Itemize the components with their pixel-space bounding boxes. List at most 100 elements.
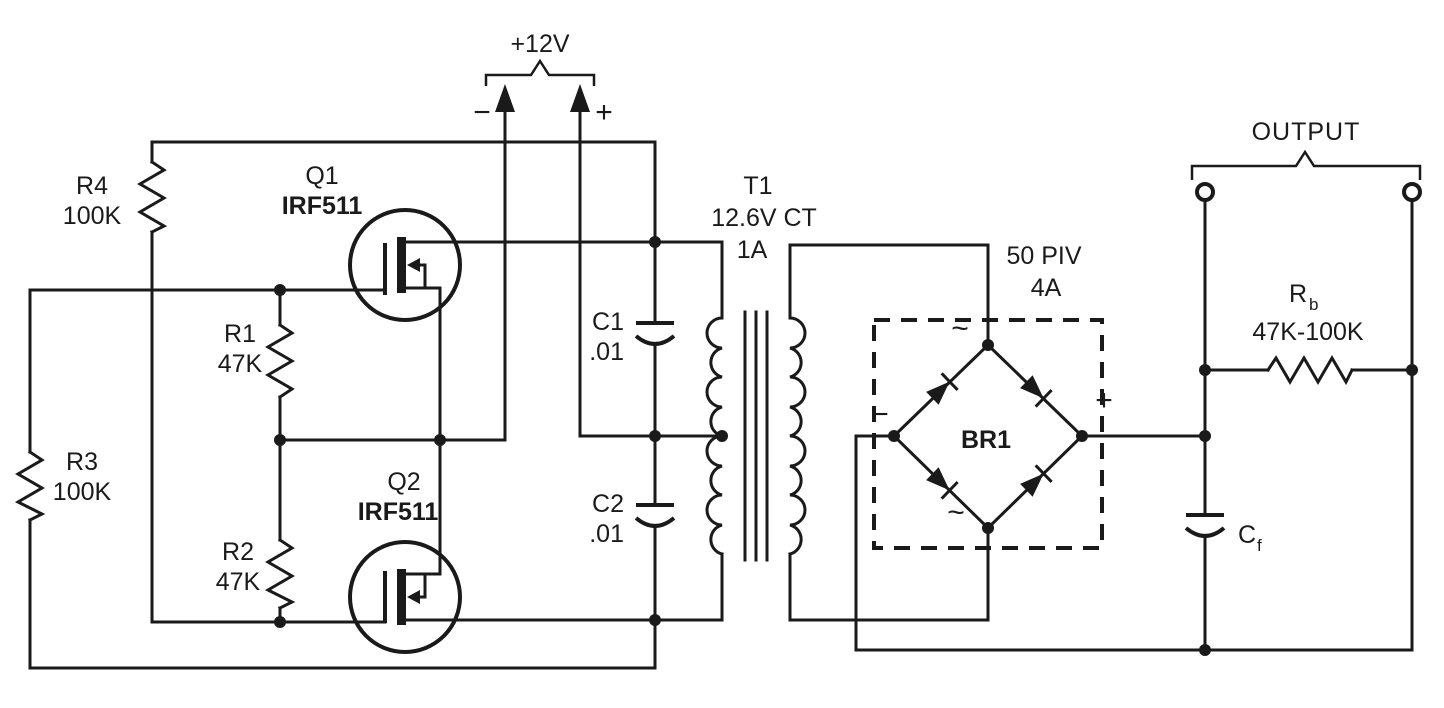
- junction-dot: [274, 434, 286, 446]
- resistor-r3: [14, 449, 46, 523]
- resistor-r4: [137, 159, 168, 235]
- resistor-zigzag: [264, 537, 296, 611]
- r2-designator-label: R2: [222, 538, 254, 566]
- c1-curved-plate: [634, 334, 676, 346]
- q2-body-arrow-icon: [407, 590, 420, 604]
- cf-designator-label: C: [1238, 521, 1256, 549]
- supply-voltage-label: +12V: [510, 30, 569, 58]
- br1-diode-bottom-right: [1020, 464, 1053, 497]
- transformer-t1-symbol: [705, 310, 807, 562]
- br1-ac-top-label: ~: [951, 312, 969, 345]
- junction-dot: [1199, 430, 1211, 442]
- br1-diode-bottom-left: [926, 467, 959, 500]
- br1-negative-label: −: [871, 398, 889, 431]
- wires: [28, 104, 1414, 670]
- junction-dot: [1406, 364, 1418, 376]
- capacitor-c2-symbol: [634, 503, 676, 528]
- c2-value-label: .01: [589, 520, 624, 548]
- wire-top-rail: [150, 140, 657, 244]
- junction-dots: [274, 236, 1418, 656]
- junction-dot: [982, 339, 994, 351]
- br1-dashed-box: [872, 318, 1104, 550]
- junction-dot: [649, 430, 661, 442]
- resistor-zigzag: [265, 322, 295, 400]
- r4-value-label: 100K: [63, 202, 122, 230]
- r4-designator-label: R4: [76, 172, 108, 200]
- supply-positive-label: +: [595, 96, 613, 129]
- r3-designator-label: R3: [66, 448, 98, 476]
- br1-designator-label: BR1: [961, 426, 1011, 454]
- c2-designator-label: C2: [592, 490, 624, 518]
- wire-r4-to-q2-gate: [150, 230, 387, 624]
- junction-dot: [434, 434, 446, 446]
- diode-icon: [926, 381, 950, 405]
- output-label: OUTPUT: [1252, 118, 1361, 146]
- q2-designator-label: Q2: [387, 468, 420, 496]
- q2-channel-bar: [397, 569, 406, 625]
- q1-body-link: [418, 263, 427, 290]
- r2-value-label: 47K: [216, 568, 261, 596]
- junction-dot: [888, 430, 900, 442]
- q2-body-circle: [348, 540, 462, 654]
- resistor-r1: [265, 322, 295, 400]
- br1-piv-label: 50 PIV: [1006, 242, 1081, 270]
- transistor-q2-symbol: [348, 540, 462, 654]
- junction-dot: [649, 236, 661, 248]
- r3-value-label: 100K: [53, 478, 112, 506]
- t1-rating-label: 12.6V CT: [711, 204, 817, 232]
- br1-diode-top-left: [926, 372, 959, 405]
- wire-q1-source: [404, 286, 442, 442]
- c1-designator-label: C1: [592, 308, 624, 336]
- q1-part-label: IRF511: [282, 192, 363, 220]
- wire-plus-center-tap: [578, 104, 724, 438]
- resistor-r2: [264, 537, 296, 611]
- wire-q1-drain: [404, 240, 724, 320]
- output-terminals: [1190, 149, 1422, 202]
- br1-ac-bottom-label: ~: [947, 496, 965, 529]
- t1-current-label: 1A: [737, 236, 768, 264]
- br1-amps-label: 4A: [1031, 274, 1062, 302]
- capacitor-cf-symbol: [1184, 513, 1226, 538]
- wire-secondary-top: [788, 243, 990, 347]
- transistor-q1-symbol: [348, 208, 462, 322]
- labels: +12V − + Q1 IRF511 Q2 IRF511 R4 100K R1 …: [53, 30, 1364, 596]
- c1-value-label: .01: [589, 338, 624, 366]
- supply-brace: [484, 58, 596, 86]
- resistor-zigzag: [137, 159, 168, 235]
- wire-ground-line: [278, 104, 507, 442]
- minus-arrow-icon: [495, 84, 515, 112]
- resistor-zigzag: [14, 449, 46, 523]
- plus-arrow-icon: [570, 84, 590, 112]
- resistor-zigzag: [1265, 355, 1355, 386]
- output-terminal-right: [1402, 182, 1422, 202]
- rb-value-label: 47K-100K: [1252, 318, 1364, 346]
- wire-bottom-run: [28, 518, 657, 670]
- wire-secondary-bottom: [788, 526, 990, 622]
- resistor-rb: [1265, 355, 1355, 386]
- diode-icon: [1020, 473, 1044, 497]
- t1-secondary-coil: [788, 316, 807, 556]
- q1-body-circle: [348, 208, 462, 322]
- cf-designator-sub-label: f: [1257, 536, 1262, 555]
- wire-q2-drain: [404, 552, 724, 622]
- r1-value-label: 47K: [218, 350, 263, 378]
- output-terminal-left: [1195, 182, 1215, 202]
- wire-bridge-negative: [854, 198, 1414, 652]
- junction-dot: [1199, 644, 1211, 656]
- wire-q2-source: [404, 438, 442, 576]
- junction-dot: [716, 430, 728, 442]
- r1-designator-label: R1: [224, 320, 256, 348]
- diode-bar: [1034, 464, 1053, 483]
- diode-bar: [940, 372, 959, 391]
- diode-icon: [1020, 375, 1044, 399]
- br1-positive-label: +: [1095, 384, 1113, 417]
- junction-dot: [1199, 364, 1211, 376]
- diode-bar: [1034, 389, 1053, 408]
- rb-designator-label: R: [1289, 280, 1307, 308]
- output-brace: [1190, 149, 1422, 180]
- junction-dot: [649, 614, 661, 626]
- diode-bar: [940, 481, 959, 500]
- junction-dot: [982, 522, 994, 534]
